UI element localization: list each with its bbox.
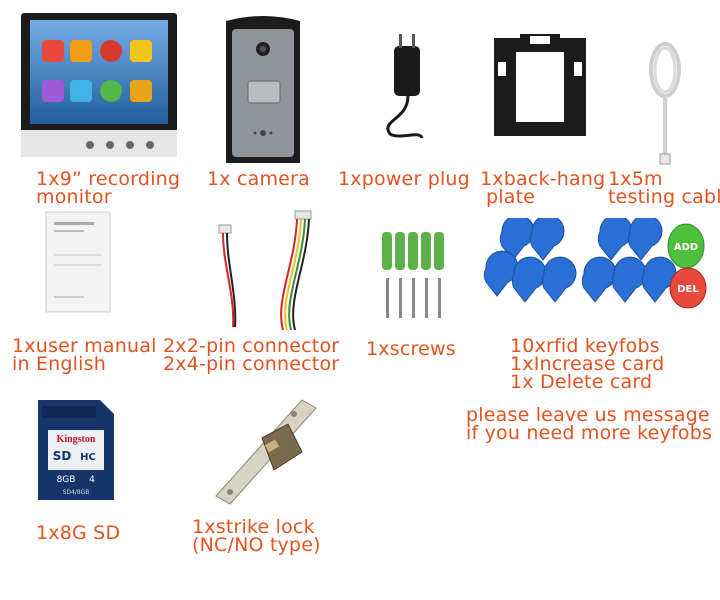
monitor-image	[20, 12, 180, 160]
svg-text:4: 4	[89, 475, 95, 485]
svg-text:DEL: DEL	[677, 284, 699, 295]
camera-image	[222, 15, 304, 165]
power-plug-image	[370, 30, 450, 140]
manual-image	[44, 210, 114, 316]
label-screws: 1xscrews	[366, 338, 456, 360]
label-power: 1xpower plug	[338, 168, 470, 190]
keyfobs-image: ADD DEL	[482, 218, 718, 318]
screws-image	[376, 228, 456, 324]
connector-image	[205, 205, 315, 335]
strike-lock-image	[206, 398, 326, 508]
label-sd: 1x8G SD	[36, 522, 121, 544]
back-plate-image	[490, 32, 590, 142]
svg-text:SD: SD	[53, 449, 72, 463]
svg-text:SD4/8GB: SD4/8GB	[63, 489, 90, 496]
svg-text:Kingston: Kingston	[57, 434, 96, 445]
cable-image	[640, 40, 690, 168]
svg-text:HC: HC	[80, 452, 96, 463]
label-lock: 1xstrike lock(NC/NO type)	[192, 516, 321, 556]
sd-card-image: Kingston SD HC 8GB 4 SD4/8GB	[36, 398, 116, 502]
svg-text:8GB: 8GB	[57, 475, 76, 485]
svg-text:ADD: ADD	[674, 242, 698, 253]
label-camera: 1x camera	[207, 168, 310, 190]
